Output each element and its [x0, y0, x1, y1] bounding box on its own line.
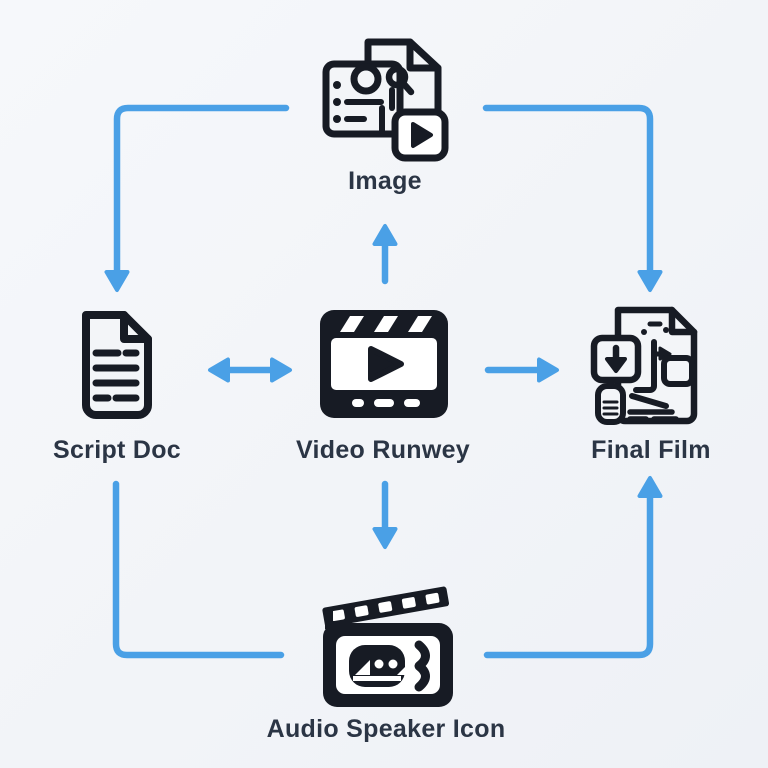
node-label-video-runwey: Video Runwey [295, 436, 471, 464]
video-clapper-play-icon [320, 310, 448, 418]
node-label-image: Image [348, 167, 422, 195]
edge-audio-speaker-to-final-film [483, 476, 663, 659]
edge-video-to-final-film [484, 357, 559, 383]
edge-image-to-script-doc [104, 104, 290, 292]
edge-script-doc-to-audio-speaker [112, 480, 285, 659]
edge-image-to-final-film [482, 104, 663, 292]
node-label-script-doc: Script Doc [52, 436, 182, 464]
node-label-final-film: Final Film [591, 436, 711, 464]
edge-video-to-image [372, 224, 398, 285]
node-label-audio-speaker: Audio Speaker Icon [266, 715, 506, 743]
clapperboard-audio-speaker-icon [322, 586, 453, 707]
image-document-play-icon [322, 38, 449, 162]
edge-script-doc-to-video [208, 357, 292, 383]
final-film-document-download-icon [590, 306, 698, 425]
edge-video-to-audio-speaker [372, 480, 398, 549]
script-document-icon [82, 311, 152, 419]
